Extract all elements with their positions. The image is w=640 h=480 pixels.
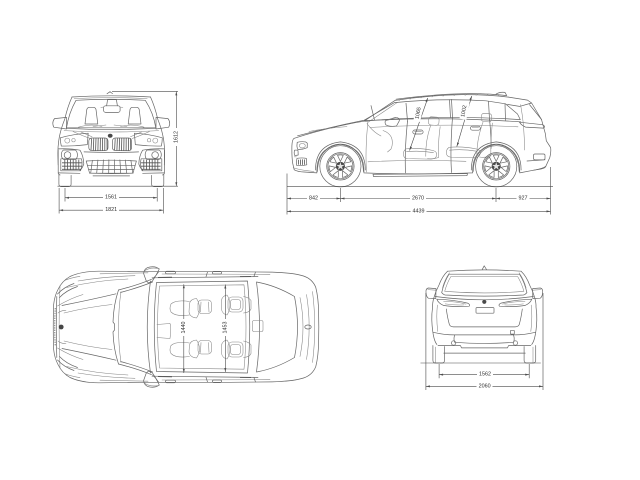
svg-text:1002: 1002 — [460, 105, 468, 118]
svg-text:1453: 1453 — [222, 322, 228, 334]
svg-text:842: 842 — [309, 196, 318, 202]
svg-text:1821: 1821 — [105, 207, 117, 213]
svg-text:1612: 1612 — [173, 131, 179, 143]
svg-text:4439: 4439 — [413, 208, 425, 214]
svg-text:927: 927 — [519, 196, 528, 202]
svg-text:2060: 2060 — [479, 383, 491, 389]
svg-text:1561: 1561 — [105, 195, 117, 201]
svg-text:1562: 1562 — [479, 372, 491, 378]
svg-text:2670: 2670 — [412, 196, 424, 202]
svg-text:1440: 1440 — [181, 322, 187, 334]
svg-text:1065: 1065 — [414, 107, 422, 120]
